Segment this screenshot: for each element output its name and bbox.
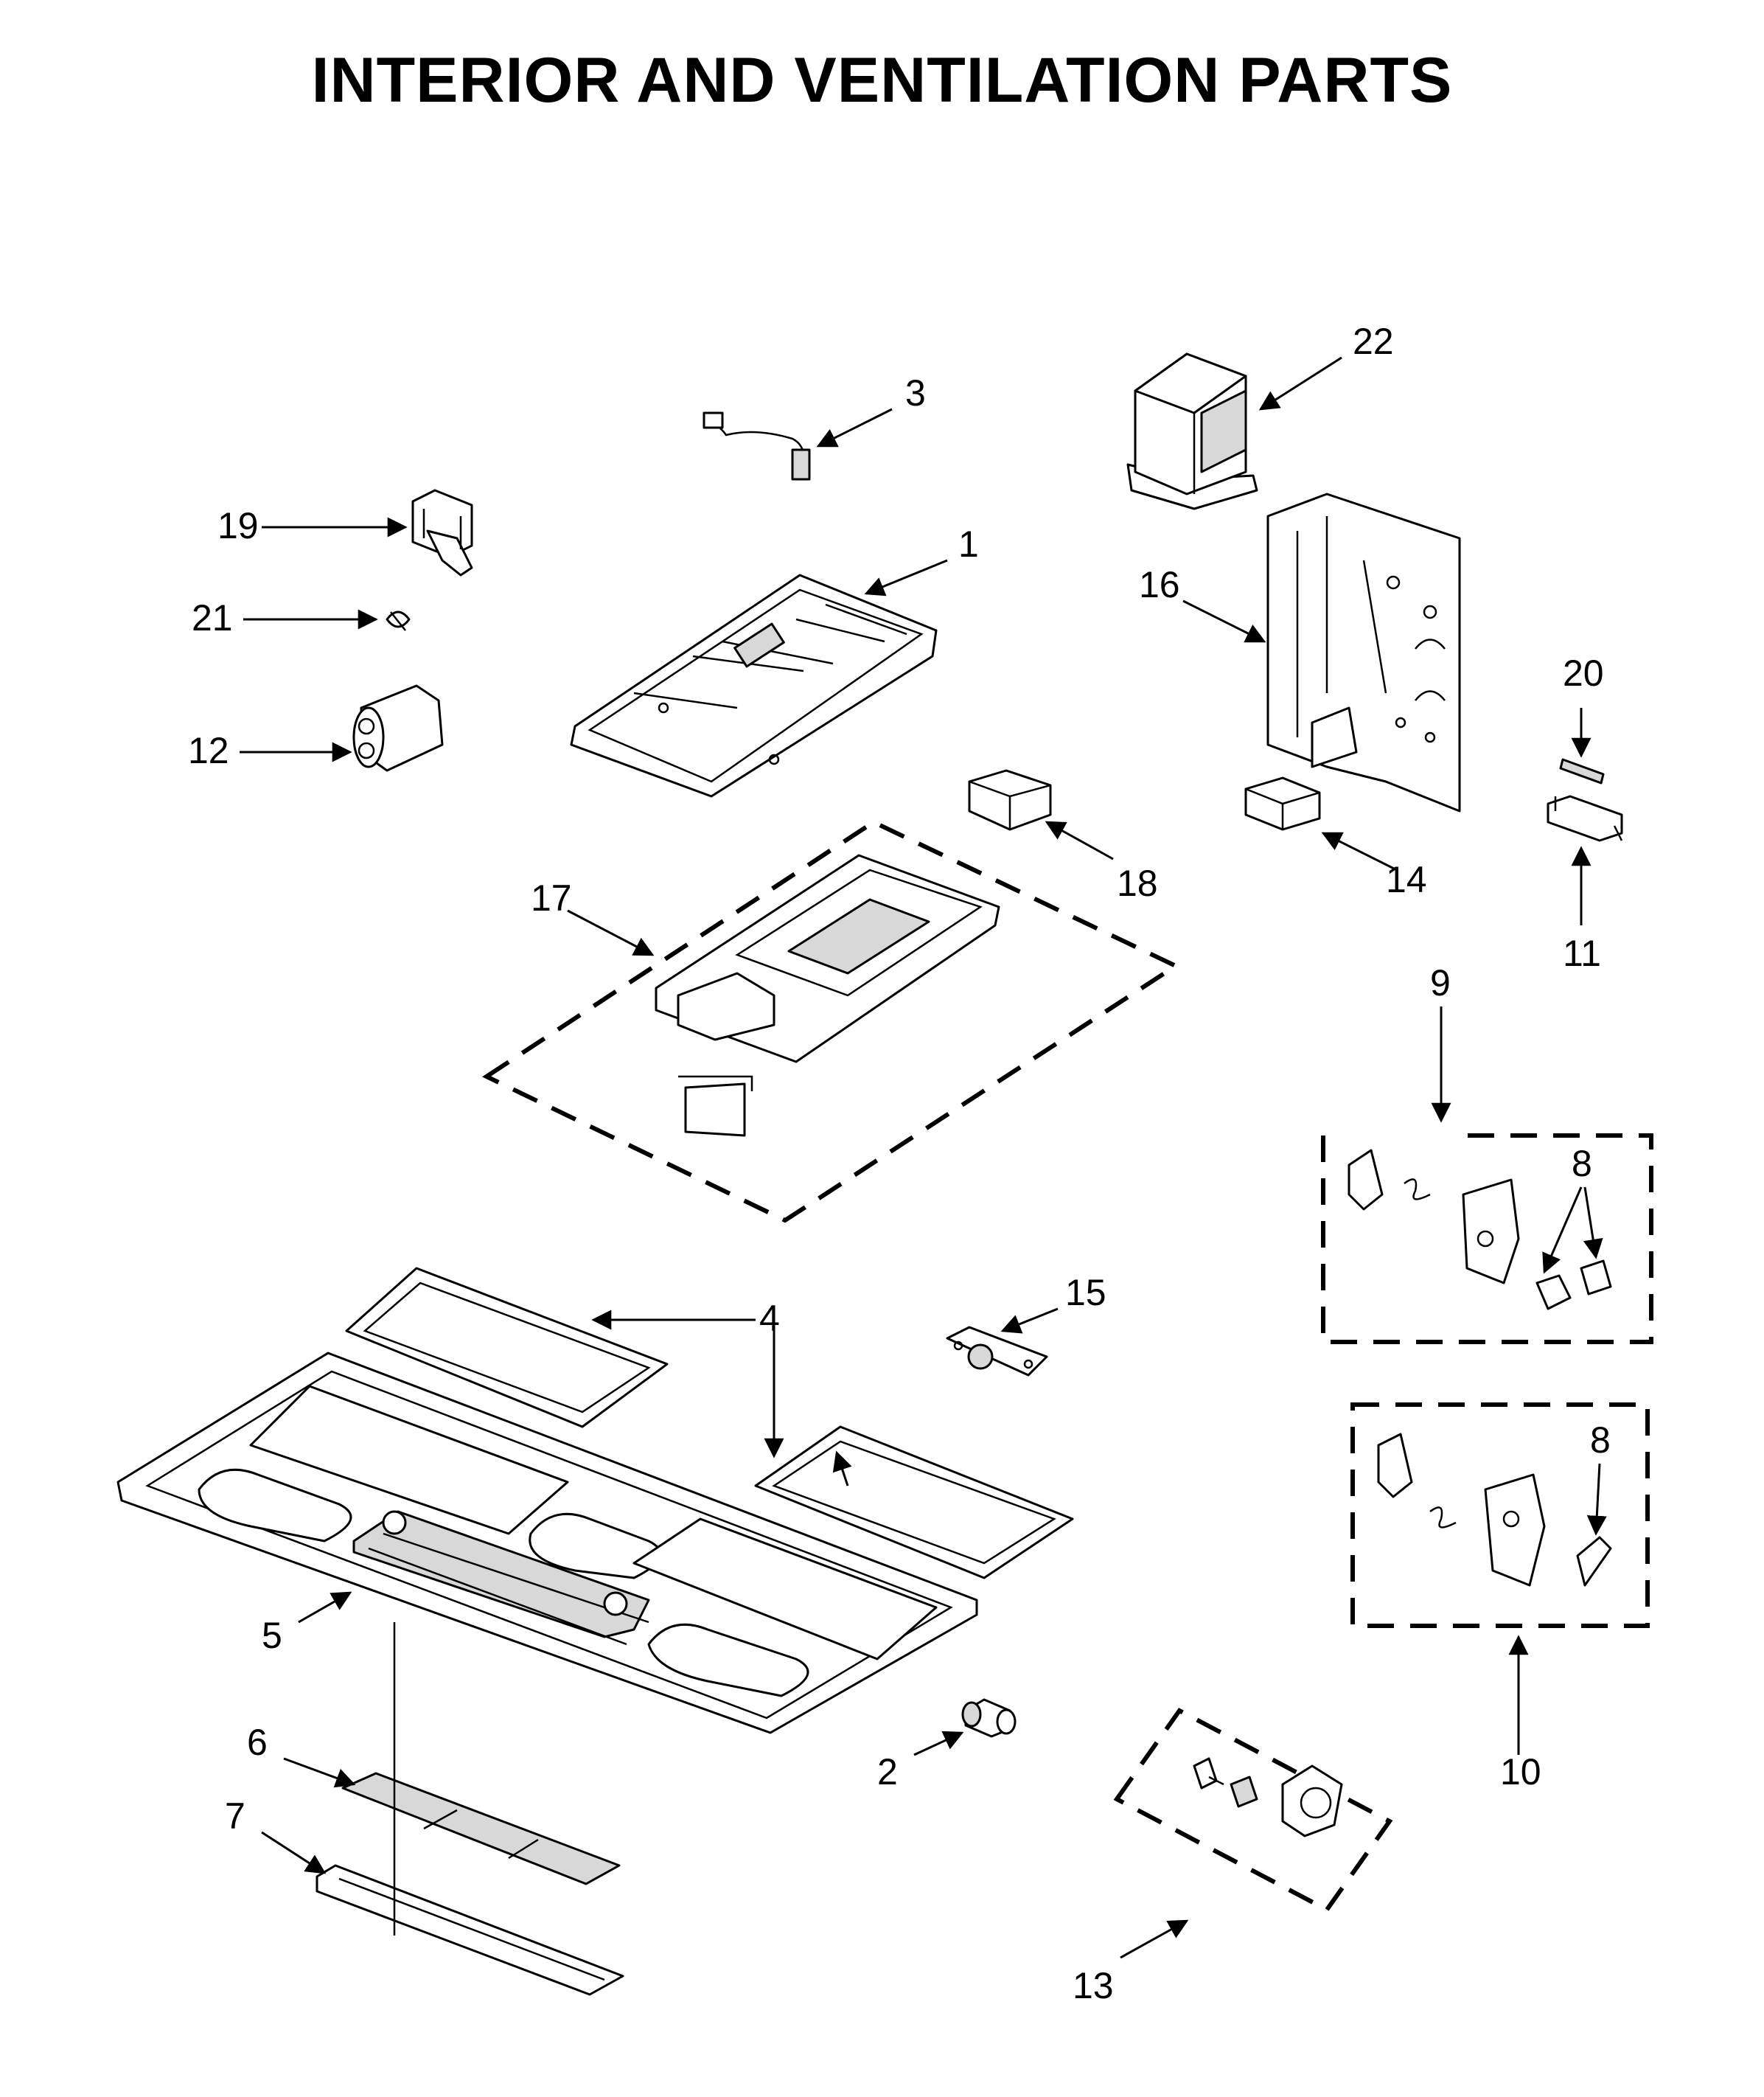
callout-21: 21 (192, 597, 233, 639)
callout-13: 13 (1073, 1965, 1114, 2006)
callout-8: 8 (1590, 1419, 1611, 1461)
callout-9: 9 (1430, 962, 1451, 1004)
leader-lines (240, 356, 1607, 1959)
part-11-fuse-holder (1547, 795, 1623, 842)
callout-17: 17 (531, 877, 572, 919)
callout-16: 16 (1139, 564, 1180, 605)
callout-22: 22 (1353, 321, 1394, 362)
callout-5: 5 (262, 1615, 282, 1656)
part-9-switch-assembly (1321, 1133, 1653, 1344)
callout-18: 18 (1117, 863, 1158, 904)
part-6-lens (341, 1772, 621, 1885)
callout-6: 6 (247, 1722, 268, 1763)
part-22-transformer (1126, 352, 1258, 510)
part-18-block (968, 769, 1052, 831)
callout-15: 15 (1065, 1272, 1106, 1313)
part-21-spring-clip (386, 611, 411, 631)
callout-12: 12 (188, 730, 229, 771)
callout-19: 19 (217, 505, 259, 546)
callout-2: 2 (877, 1751, 898, 1792)
part-2-socket (961, 1698, 1017, 1738)
callout-11: 11 (1563, 933, 1601, 974)
part-17-assembly (481, 819, 1181, 1223)
part-15-lamp-socket-bracket (946, 1326, 1048, 1377)
callout-8: 8 (1572, 1143, 1592, 1184)
part-3-thermal-cutout (703, 411, 811, 481)
part-5-base-panel (116, 1352, 978, 1734)
part-7-frame (316, 1864, 624, 1996)
part-13-motor-assembly (1113, 1708, 1393, 1913)
page-title: INTERIOR AND VENTILATION PARTS (311, 45, 1453, 116)
part-1-plate (570, 574, 938, 798)
part-4-filter-upper (345, 1267, 669, 1428)
part-14-block (1244, 776, 1321, 831)
callout-labels: 3 1 22 16 19 21 12 20 11 14 18 17 9 8 8 … (188, 321, 1611, 2006)
callout-3: 3 (905, 372, 926, 414)
part-10-switch-assembly (1350, 1402, 1650, 1628)
part-12-capacitor (352, 684, 444, 772)
part-19-clip (411, 489, 473, 577)
part-20-fuse (1559, 758, 1605, 785)
callout-10: 10 (1500, 1751, 1541, 1792)
callout-4: 4 (759, 1298, 780, 1339)
part-16-bracket (1266, 493, 1461, 813)
callout-1: 1 (958, 524, 979, 565)
callout-14: 14 (1386, 859, 1427, 900)
callout-7: 7 (225, 1795, 245, 1837)
callout-20: 20 (1563, 653, 1604, 694)
